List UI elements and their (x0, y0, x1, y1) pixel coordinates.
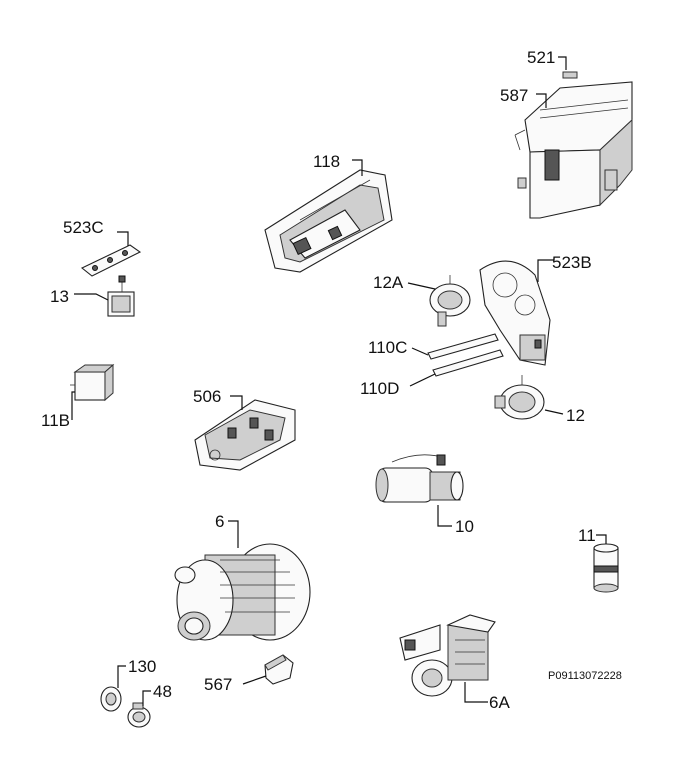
part-118-dispenser[interactable] (264, 169, 393, 273)
part-130-seal[interactable] (100, 686, 122, 712)
label-523B: 523B (552, 253, 592, 272)
leader-6 (228, 520, 239, 548)
label-567: 567 (204, 675, 232, 694)
label-10: 10 (455, 517, 474, 536)
part-523C-bracket[interactable] (80, 244, 142, 277)
leader-130 (117, 665, 126, 688)
label-6A: 6A (489, 693, 510, 712)
leader-110D (409, 373, 436, 387)
leader-6A (464, 682, 488, 703)
label-6: 6 (215, 512, 224, 531)
label-521: 521 (527, 48, 555, 67)
leader-587 (536, 93, 547, 108)
leader-523C (117, 231, 129, 246)
part-567-clip[interactable] (264, 654, 294, 685)
label-11B: 11B (41, 411, 70, 430)
leader-506 (230, 395, 243, 410)
leader-521 (558, 56, 567, 70)
part-6A-drain-pump[interactable] (399, 614, 496, 697)
leader-567 (242, 675, 267, 685)
label-118: 118 (313, 152, 340, 171)
label-523C: 523C (63, 218, 104, 237)
part-523B-bracket[interactable] (479, 260, 551, 366)
leader-523B (537, 259, 554, 282)
part-11B-relay[interactable] (70, 363, 115, 402)
part-110C-rod[interactable] (427, 333, 499, 360)
part-12A-pressure-switch[interactable] (429, 275, 471, 327)
leader-13 (74, 293, 109, 301)
label-13: 13 (50, 287, 69, 306)
part-6-circulation-pump[interactable] (174, 543, 311, 641)
leader-11B (71, 391, 75, 420)
part-11-capacitor[interactable] (593, 543, 619, 593)
leader-110C (411, 347, 429, 356)
label-110D: 110D (360, 379, 399, 398)
part-48-plug[interactable] (127, 702, 151, 728)
label-130: 130 (128, 657, 156, 676)
label-12A: 12A (373, 273, 404, 292)
part-13-switch[interactable] (107, 275, 135, 317)
label-506: 506 (193, 387, 221, 406)
label-12: 12 (566, 406, 585, 425)
part-587-control-module[interactable] (514, 81, 633, 219)
part-10-inlet-valve[interactable] (375, 454, 464, 503)
label-587: 587 (500, 86, 528, 105)
label-48: 48 (153, 682, 172, 701)
leader-11 (596, 534, 607, 544)
leader-118 (352, 159, 363, 176)
drawing-code: P09113072228 (548, 670, 622, 682)
part-521[interactable] (562, 71, 578, 79)
part-506-terminal-block[interactable] (194, 399, 296, 471)
label-110C: 110C (368, 338, 407, 357)
leader-48 (142, 690, 151, 706)
leader-10 (437, 505, 452, 527)
leader-12A (407, 282, 436, 290)
label-11: 11 (578, 526, 596, 545)
leader-12 (544, 409, 564, 415)
part-12-pressure-switch[interactable] (494, 375, 545, 420)
